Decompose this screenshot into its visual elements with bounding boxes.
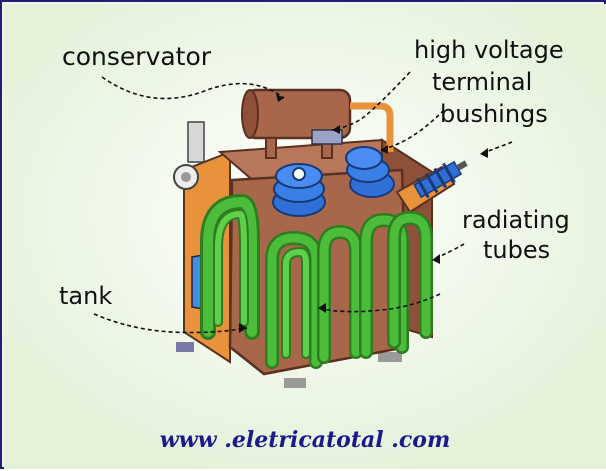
tube bbox=[215, 210, 247, 325]
bushings bbox=[272, 146, 468, 217]
leader-tank bbox=[93, 313, 248, 334]
label-tubes: tubes bbox=[483, 236, 550, 264]
arrowhead bbox=[432, 254, 440, 264]
arrowhead bbox=[480, 148, 488, 158]
radiator-tubes bbox=[200, 193, 433, 369]
arrowhead bbox=[318, 303, 326, 313]
arrowhead bbox=[276, 94, 284, 102]
arrowhead bbox=[332, 125, 340, 134]
conservator-support bbox=[265, 137, 277, 159]
label-conservator: conservator bbox=[62, 42, 212, 71]
label-terminal: terminal bbox=[432, 68, 532, 96]
leader-arrowheads bbox=[239, 94, 488, 333]
conservator-pipe bbox=[350, 102, 394, 152]
leader-bushing-1 bbox=[331, 71, 411, 131]
foot bbox=[284, 378, 306, 388]
label-radiating: radiating bbox=[462, 206, 570, 234]
tube bbox=[203, 196, 257, 337]
foot bbox=[378, 352, 402, 362]
label-bushings: bushings bbox=[440, 100, 548, 128]
tube bbox=[319, 227, 361, 362]
tube bbox=[283, 248, 309, 357]
tube bbox=[267, 233, 321, 367]
footer-url[interactable]: www .eletricatotal .com bbox=[160, 427, 451, 453]
conservator-tank bbox=[241, 88, 394, 159]
leader-radiating bbox=[431, 243, 465, 261]
bushing-disc bbox=[345, 146, 383, 170]
label-high-voltage: high voltage bbox=[414, 36, 564, 64]
label-tank: tank bbox=[59, 282, 112, 310]
transformer-illustration bbox=[173, 88, 468, 388]
thermometer bbox=[187, 121, 205, 163]
gauge-center bbox=[181, 172, 191, 182]
drain-valve bbox=[176, 342, 194, 352]
leader-bushing-2 bbox=[379, 109, 445, 151]
angled-bushing bbox=[413, 160, 468, 199]
conservator-end bbox=[241, 89, 259, 139]
tube bbox=[389, 213, 431, 347]
bushing-terminal bbox=[292, 167, 306, 181]
relay bbox=[311, 129, 343, 145]
arrowhead bbox=[239, 323, 247, 333]
arrowhead bbox=[380, 145, 388, 154]
